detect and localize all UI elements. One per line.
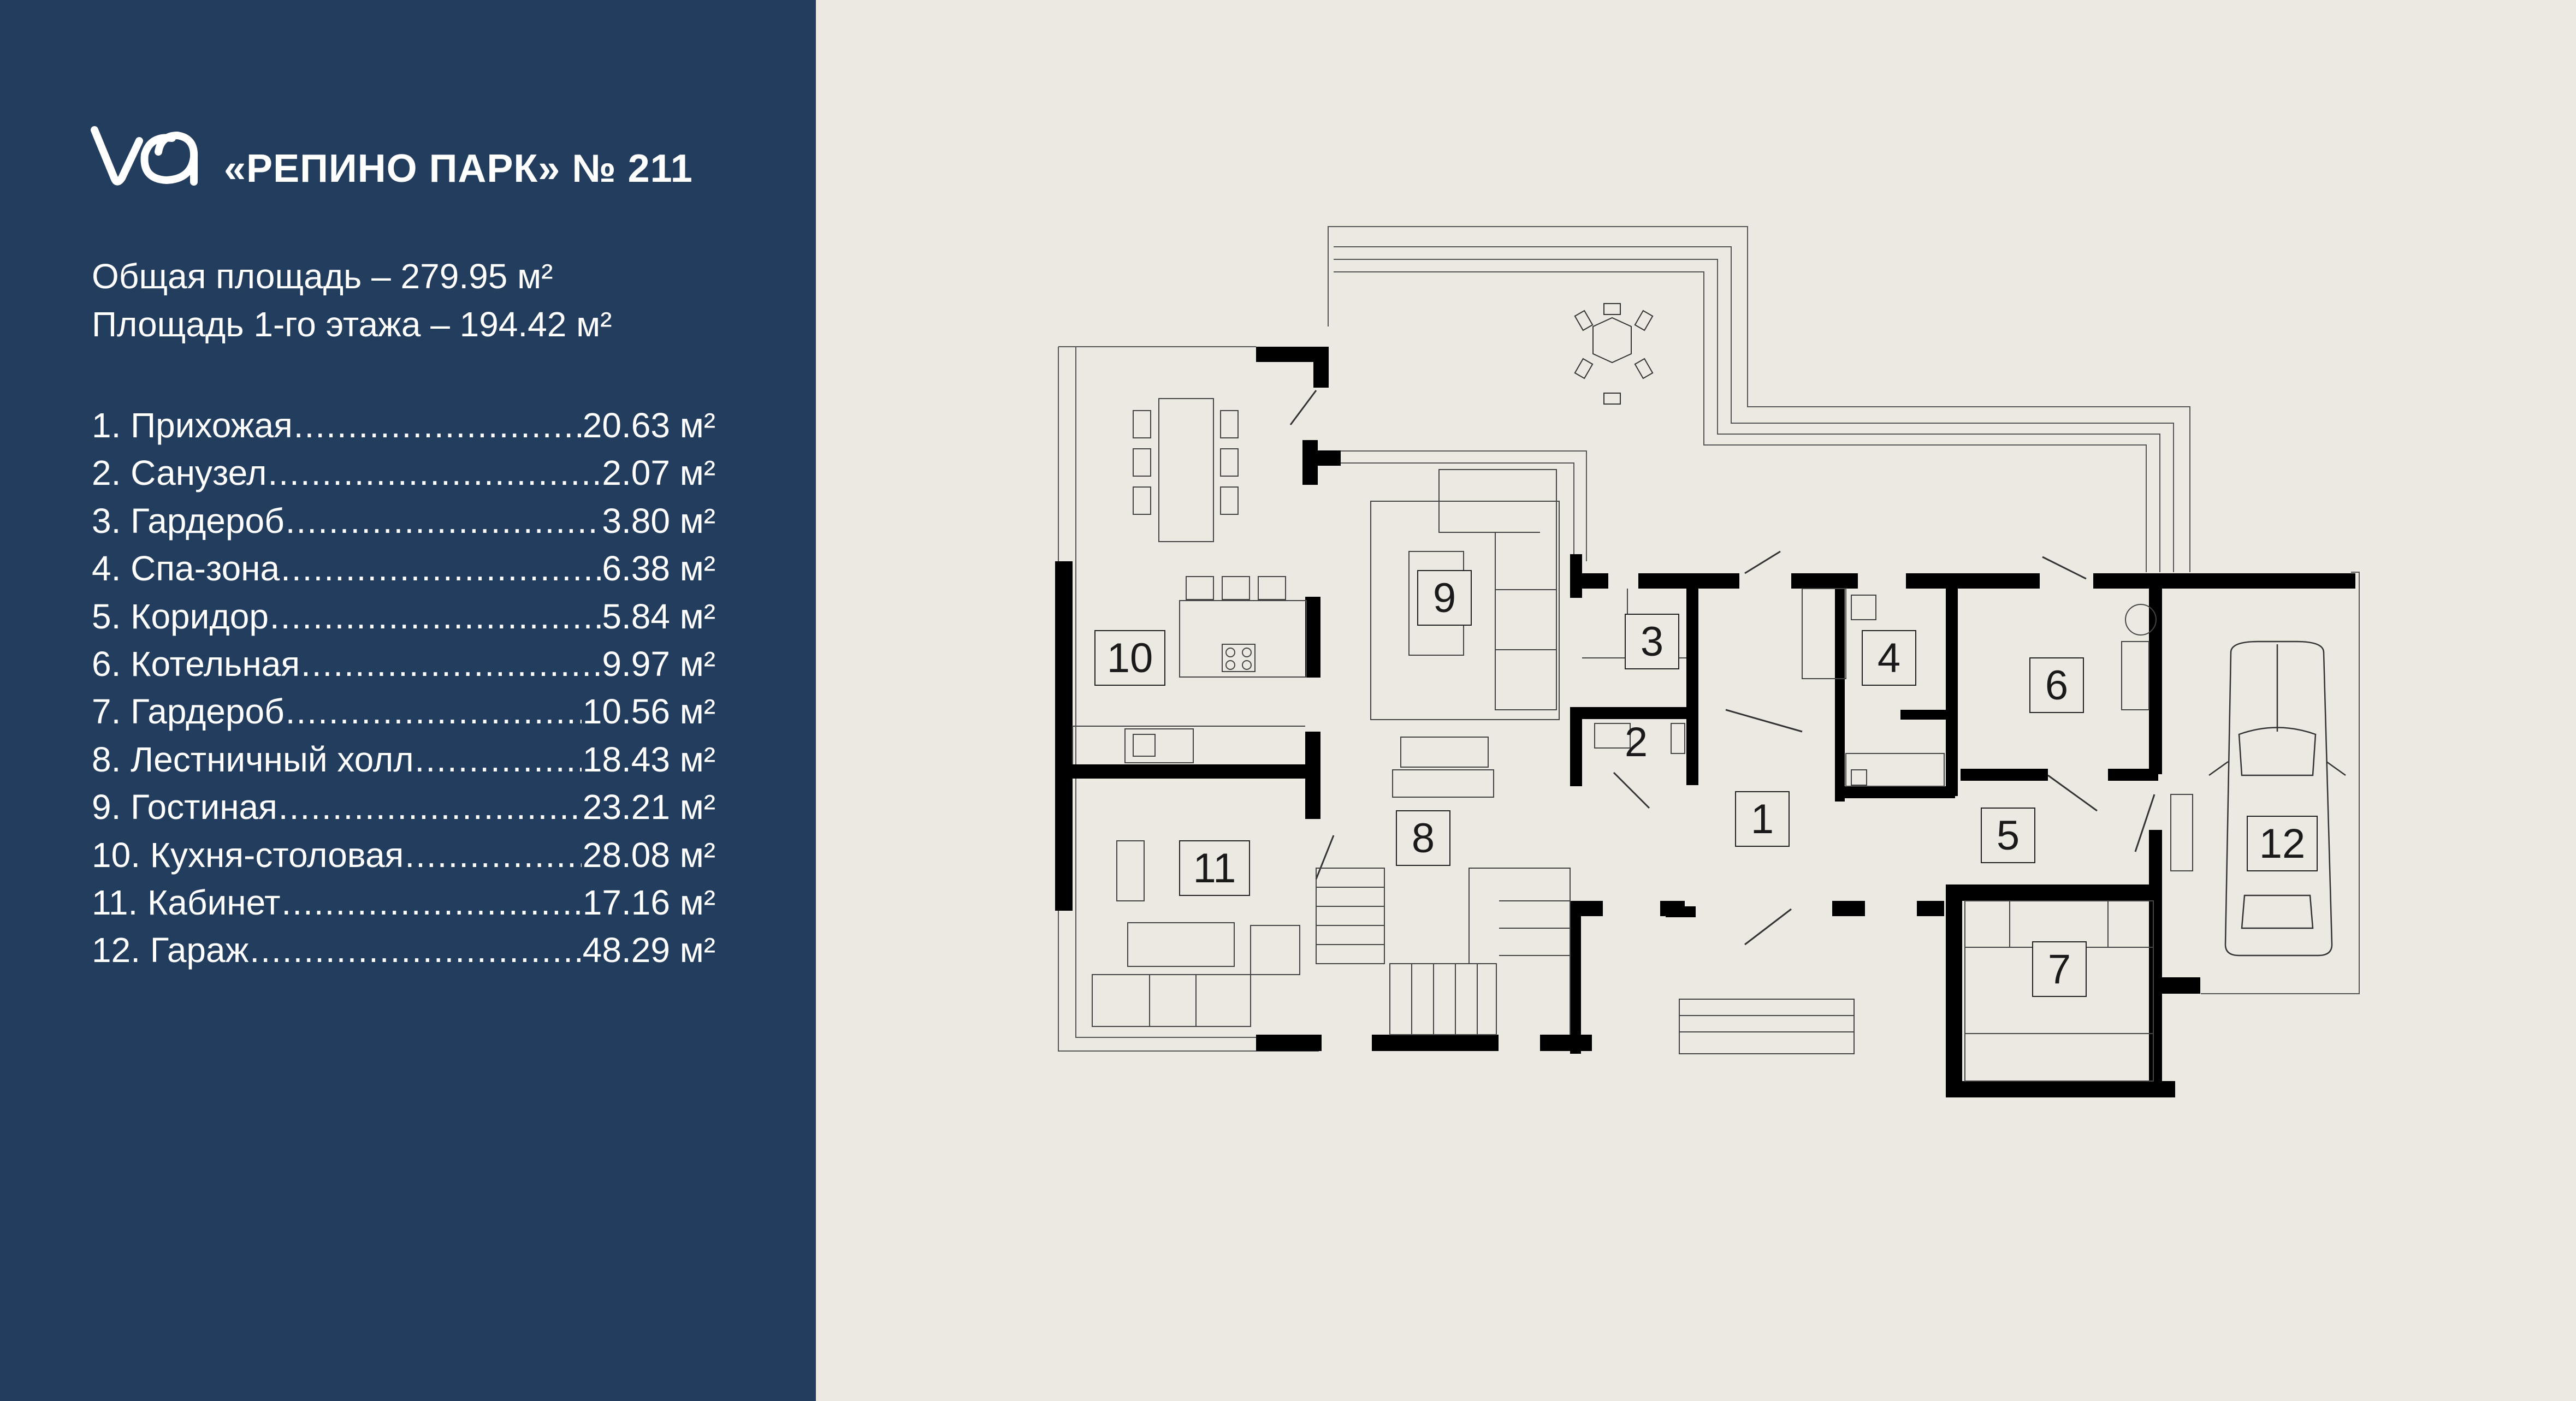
room-name: 10. Кухня-столовая xyxy=(92,835,404,875)
room-list: 1. Прихожая 20.63 м² 2. Санузел 2.07 м² 3.… xyxy=(92,402,715,975)
room-area: 5.84 м² xyxy=(602,596,715,636)
room-name: 7. Гардероб xyxy=(92,692,285,732)
doors xyxy=(1289,390,2155,946)
room-label-4: 4 xyxy=(1878,635,1900,681)
room-area: 20.63 м² xyxy=(582,406,715,445)
room-name: 4. Спа-зона xyxy=(92,549,280,589)
room-name: 9. Гостиная xyxy=(92,787,277,827)
info-sidebar: «РЕПИНО ПАРК» № 211 Общая площадь – 279.… xyxy=(0,0,816,1401)
leader-dots xyxy=(270,593,601,640)
room-name: 11. Кабинет xyxy=(92,883,281,923)
room-item: 7. Гардероб 10.56 м² xyxy=(92,688,715,735)
leader-dots xyxy=(286,497,601,545)
leader-dots xyxy=(286,688,582,735)
room-area: 18.43 м² xyxy=(582,739,715,779)
walls xyxy=(1055,347,2355,1097)
leader-dots xyxy=(279,783,582,831)
room-label-12: 12 xyxy=(2259,821,2306,867)
room-item: 8. Лестничный холл 18.43 м² xyxy=(92,736,715,783)
room-item: 6. Котельная 9.97 м² xyxy=(92,640,715,688)
brand-logo-icon xyxy=(91,126,198,186)
room-area: 17.16 м² xyxy=(582,883,715,923)
room-name: 1. Прихожая xyxy=(92,406,293,445)
room-area: 23.21 м² xyxy=(582,787,715,827)
room-area: 48.29 м² xyxy=(582,930,715,970)
room-area: 10.56 м² xyxy=(582,692,715,732)
room-name: 3. Гардероб xyxy=(92,501,285,541)
first-floor-area: Площадь 1-го этажа – 194.42 м² xyxy=(92,305,612,344)
total-area: Общая площадь – 279.95 м² xyxy=(92,257,553,296)
room-label-9: 9 xyxy=(1433,575,1456,621)
area-summary: Общая площадь – 279.95 м² Площадь 1-го э… xyxy=(92,252,612,348)
room-label-7: 7 xyxy=(2048,946,2071,993)
room-name: 8. Лестничный холл xyxy=(92,739,414,779)
room-area: 6.38 м² xyxy=(602,549,715,589)
room-name: 12. Гараж xyxy=(92,930,249,970)
room-item: 2. Санузел 2.07 м² xyxy=(92,449,715,497)
room-item: 10. Кухня-столовая 28.08 м² xyxy=(92,832,715,879)
leader-dots xyxy=(250,927,581,974)
furniture xyxy=(1072,398,2193,1082)
leader-dots xyxy=(415,736,582,783)
room-item: 3. Гардероб 3.80 м² xyxy=(92,497,715,545)
room-label-11: 11 xyxy=(1193,845,1236,892)
leader-dots xyxy=(281,545,601,592)
room-name: 6. Котельная xyxy=(92,644,300,684)
leader-dots xyxy=(301,640,601,688)
terrace-outline xyxy=(1058,226,2360,1052)
room-name: 5. Коридор xyxy=(92,596,269,636)
room-area: 2.07 м² xyxy=(602,453,715,493)
leader-dots xyxy=(405,832,581,879)
room-label-2: 2 xyxy=(1625,719,1648,765)
room-label-6: 6 xyxy=(2045,662,2068,709)
leader-dots xyxy=(294,402,582,449)
room-name: 2. Санузел xyxy=(92,453,267,493)
room-item: 4. Спа-зона 6.38 м² xyxy=(92,545,715,592)
room-label-8: 8 xyxy=(1412,815,1435,862)
room-label-3: 3 xyxy=(1641,619,1663,665)
page-title: «РЕПИНО ПАРК» № 211 xyxy=(224,147,693,191)
leader-dots xyxy=(281,879,581,927)
room-label-10: 10 xyxy=(1107,635,1153,681)
room-item: 1. Прихожая 20.63 м² xyxy=(92,402,715,449)
floor-plan: 1 2 3 4 5 6 7 8 9 10 11 12 xyxy=(1055,226,2360,1097)
room-item: 12. Гараж 48.29 м² xyxy=(92,927,715,974)
room-area: 28.08 м² xyxy=(582,835,715,875)
outdoor-table xyxy=(1574,303,1654,405)
room-area: 9.97 м² xyxy=(602,644,715,684)
car-icon xyxy=(2208,640,2346,957)
room-label-1: 1 xyxy=(1751,796,1774,842)
room-label-5: 5 xyxy=(1997,812,2020,859)
room-labels: 1 2 3 4 5 6 7 8 9 10 11 12 xyxy=(1094,570,2318,997)
room-area: 3.80 м² xyxy=(602,501,715,541)
room-item: 9. Гостиная 23.21 м² xyxy=(92,783,715,831)
room-item: 5. Коридор 5.84 м² xyxy=(92,593,715,640)
leader-dots xyxy=(268,449,601,497)
room-item: 11. Кабинет 17.16 м² xyxy=(92,879,715,927)
